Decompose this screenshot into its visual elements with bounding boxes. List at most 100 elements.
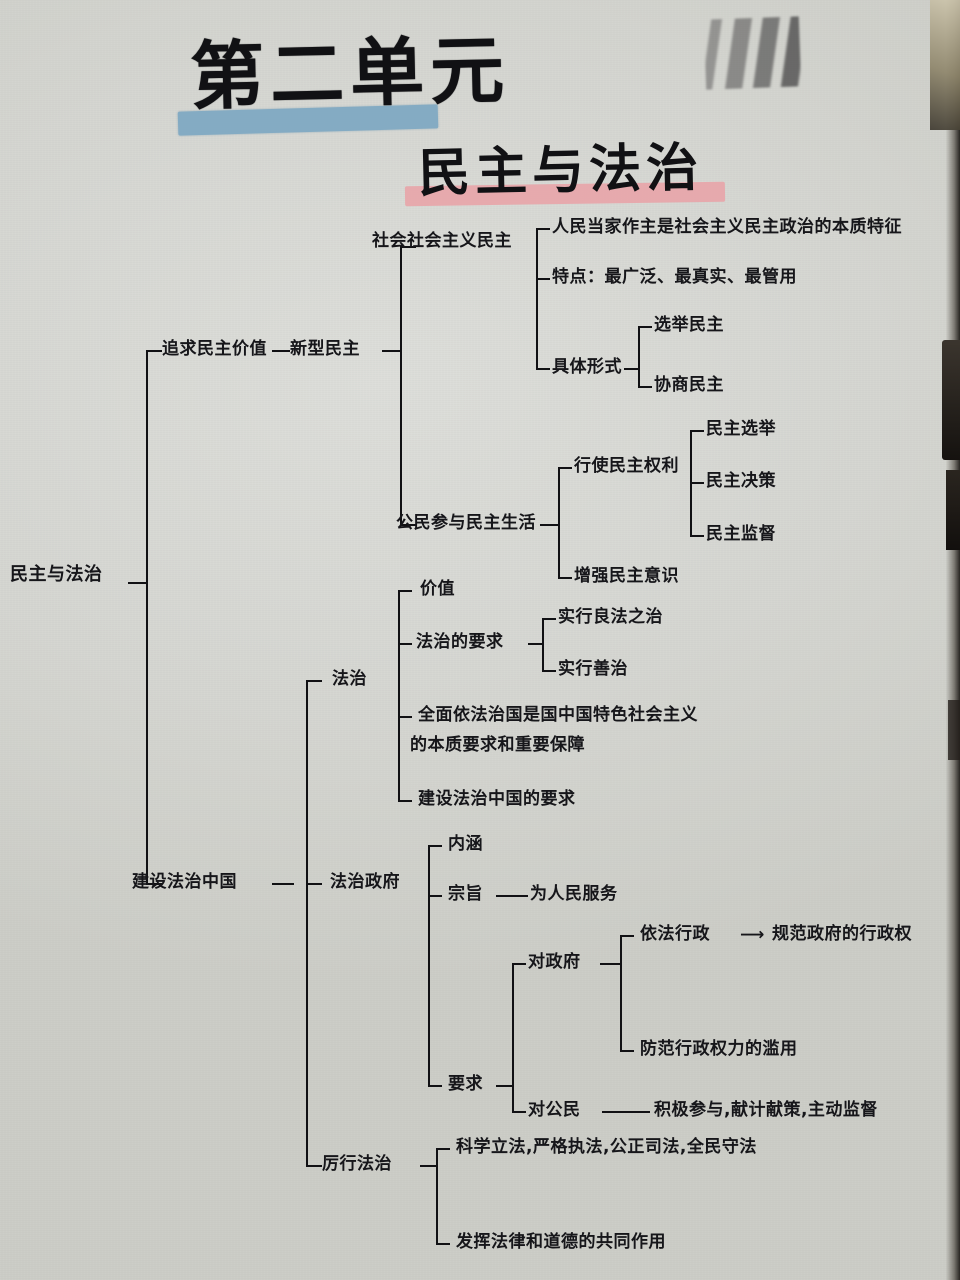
pencil-smudge-mark <box>703 16 802 90</box>
node-strengthen-democratic-awareness: 增强民主意识 <box>574 566 679 586</box>
connector-branch1-to-new-democracy <box>272 350 290 352</box>
connector-gov-connotation <box>428 845 442 847</box>
connector-branch2-stub <box>272 883 294 885</box>
connector-right-1 <box>690 430 704 432</box>
photo-edge-object-top <box>930 0 960 130</box>
node-right-democratic-election: 民主选举 <box>706 419 776 439</box>
connector-exercise-rights <box>558 467 572 469</box>
node-form-electoral-democracy: 选举民主 <box>654 315 724 335</box>
connector-to-strict-rule-of-law <box>306 1165 322 1167</box>
connector-gov-requirement <box>428 1085 442 1087</box>
node-form-consultative-democracy: 协商民主 <box>654 375 724 395</box>
connector-purpose-to-value <box>496 895 528 897</box>
connector-to-rule-of-law <box>306 680 322 682</box>
node-regulate-administrative-power: 规范政府的行政权 <box>772 924 912 944</box>
connector-requirement-spine <box>512 963 514 1111</box>
connector-rule-of-law-spine <box>398 590 400 800</box>
node-req-good-law: 实行良法之治 <box>558 607 663 627</box>
connector-to-citizen-target <box>512 1111 526 1113</box>
connector-rol-build-china <box>398 800 412 802</box>
connector-rol-statement <box>398 716 412 718</box>
connector-req-2 <box>542 670 556 672</box>
node-socialist-item-2: 特点：最广泛、最真实、最管用 <box>552 267 797 287</box>
node-socialist-democracy: 社会社会主义民主 <box>372 231 512 251</box>
node-strict-item-2: 发挥法律和道德的共同作用 <box>456 1232 666 1252</box>
connector-branch2-spine <box>306 680 308 1165</box>
connector-awareness <box>558 577 572 579</box>
node-prevent-power-abuse: 防范行政权力的滥用 <box>640 1039 798 1059</box>
node-socialist-item-1: 人民当家作主是社会主义民主政治的本质特征 <box>552 217 902 237</box>
node-rol-build-china: 建设法治中国的要求 <box>418 789 576 809</box>
node-rol-value: 价值 <box>420 579 455 599</box>
connector-to-rule-of-law-government <box>306 883 322 885</box>
connector-form-1 <box>638 326 652 328</box>
connector-right-2 <box>690 482 704 484</box>
node-branch1: 追求民主价值 <box>162 339 267 359</box>
node-citizen-actions: 积极参与,献计献策,主动监督 <box>654 1100 878 1120</box>
node-target-citizen: 对公民 <box>528 1100 581 1120</box>
node-citizen-democratic-life: 公民参与民主生活 <box>396 513 536 533</box>
connector-target-government-spine <box>620 935 622 1050</box>
connector-requirements-stub <box>528 643 544 645</box>
connector-to-socialist-democracy <box>400 246 416 248</box>
node-rol-statement-line1: 全面依法治国是国中国特色社会主义 <box>418 705 698 725</box>
node-branch2: 建设法治中国 <box>132 872 237 892</box>
connector-gov-item-2 <box>620 1050 634 1052</box>
connector-strict-stub <box>420 1165 438 1167</box>
connector-strict-item-2 <box>436 1243 450 1245</box>
node-req-good-governance: 实行善治 <box>558 659 628 679</box>
node-administer-by-law: 依法行政 <box>640 924 710 944</box>
node-concrete-forms: 具体形式 <box>552 357 622 377</box>
node-gov-requirement-label: 要求 <box>448 1074 483 1094</box>
node-gov-connotation: 内涵 <box>448 834 483 854</box>
node-rol-requirements: 法治的要求 <box>416 632 504 652</box>
connector-rol-value <box>398 590 412 592</box>
connector-root-spine <box>146 350 148 885</box>
connector-new-democracy-stub <box>382 350 402 352</box>
node-exercise-democratic-rights: 行使民主权利 <box>574 456 679 476</box>
connector-form-2 <box>638 386 652 388</box>
connector-socialist-item3 <box>536 368 550 370</box>
connector-socialist-item1 <box>536 228 550 230</box>
connector-root-to-branch1 <box>146 350 162 352</box>
connector-strict-item-1 <box>436 1148 450 1150</box>
connector-requirement-stub <box>496 1085 514 1087</box>
node-rol-statement-line2: 的本质要求和重要保障 <box>410 735 585 755</box>
connector-government-spine <box>428 845 430 1085</box>
connector-requirements-spine <box>542 618 544 670</box>
connector-gov-item-1 <box>620 935 634 937</box>
connector-to-citizen-democracy <box>400 524 416 526</box>
connector-gov-purpose <box>428 895 442 897</box>
connector-root-to-branch2 <box>146 883 162 885</box>
connector-target-citizen-line <box>602 1111 650 1113</box>
node-gov-purpose-label: 宗旨 <box>448 884 483 904</box>
connector-req-1 <box>542 618 556 620</box>
node-new-democracy: 新型民主 <box>290 339 360 359</box>
node-right-democratic-decision: 民主决策 <box>706 471 776 491</box>
connector-citizen-stub <box>540 524 560 526</box>
photo-edge-object-bottom <box>948 700 960 760</box>
connector-forms-stub <box>624 368 640 370</box>
node-root: 民主与法治 <box>10 564 103 585</box>
node-rule-of-law-government: 法治政府 <box>330 872 400 892</box>
connector-to-government-target <box>512 963 526 965</box>
connector-socialist-democracy-spine <box>536 228 538 368</box>
page-title-topic: 民主与法治 <box>417 138 704 204</box>
node-strict-rule-of-law: 厉行法治 <box>322 1154 392 1174</box>
photo-edge-object-mid <box>942 340 960 460</box>
node-strict-item-1: 科学立法,严格执法,公正司法,全民守法 <box>456 1137 757 1157</box>
connector-new-democracy-spine <box>400 246 402 526</box>
arrow-right-icon: ⟶ <box>740 925 765 945</box>
connector-target-government-stub <box>600 963 622 965</box>
connector-strict-spine <box>436 1148 438 1243</box>
connector-citizen-spine <box>558 467 560 577</box>
connector-rol-requirements <box>398 643 412 645</box>
node-right-democratic-supervision: 民主监督 <box>706 524 776 544</box>
node-gov-purpose-value: 为人民服务 <box>530 884 618 904</box>
node-target-government: 对政府 <box>528 952 581 972</box>
connector-forms-spine <box>638 326 640 386</box>
photo-edge-shadow <box>936 0 960 1280</box>
connector-right-3 <box>690 535 704 537</box>
connector-socialist-item2 <box>536 278 550 280</box>
